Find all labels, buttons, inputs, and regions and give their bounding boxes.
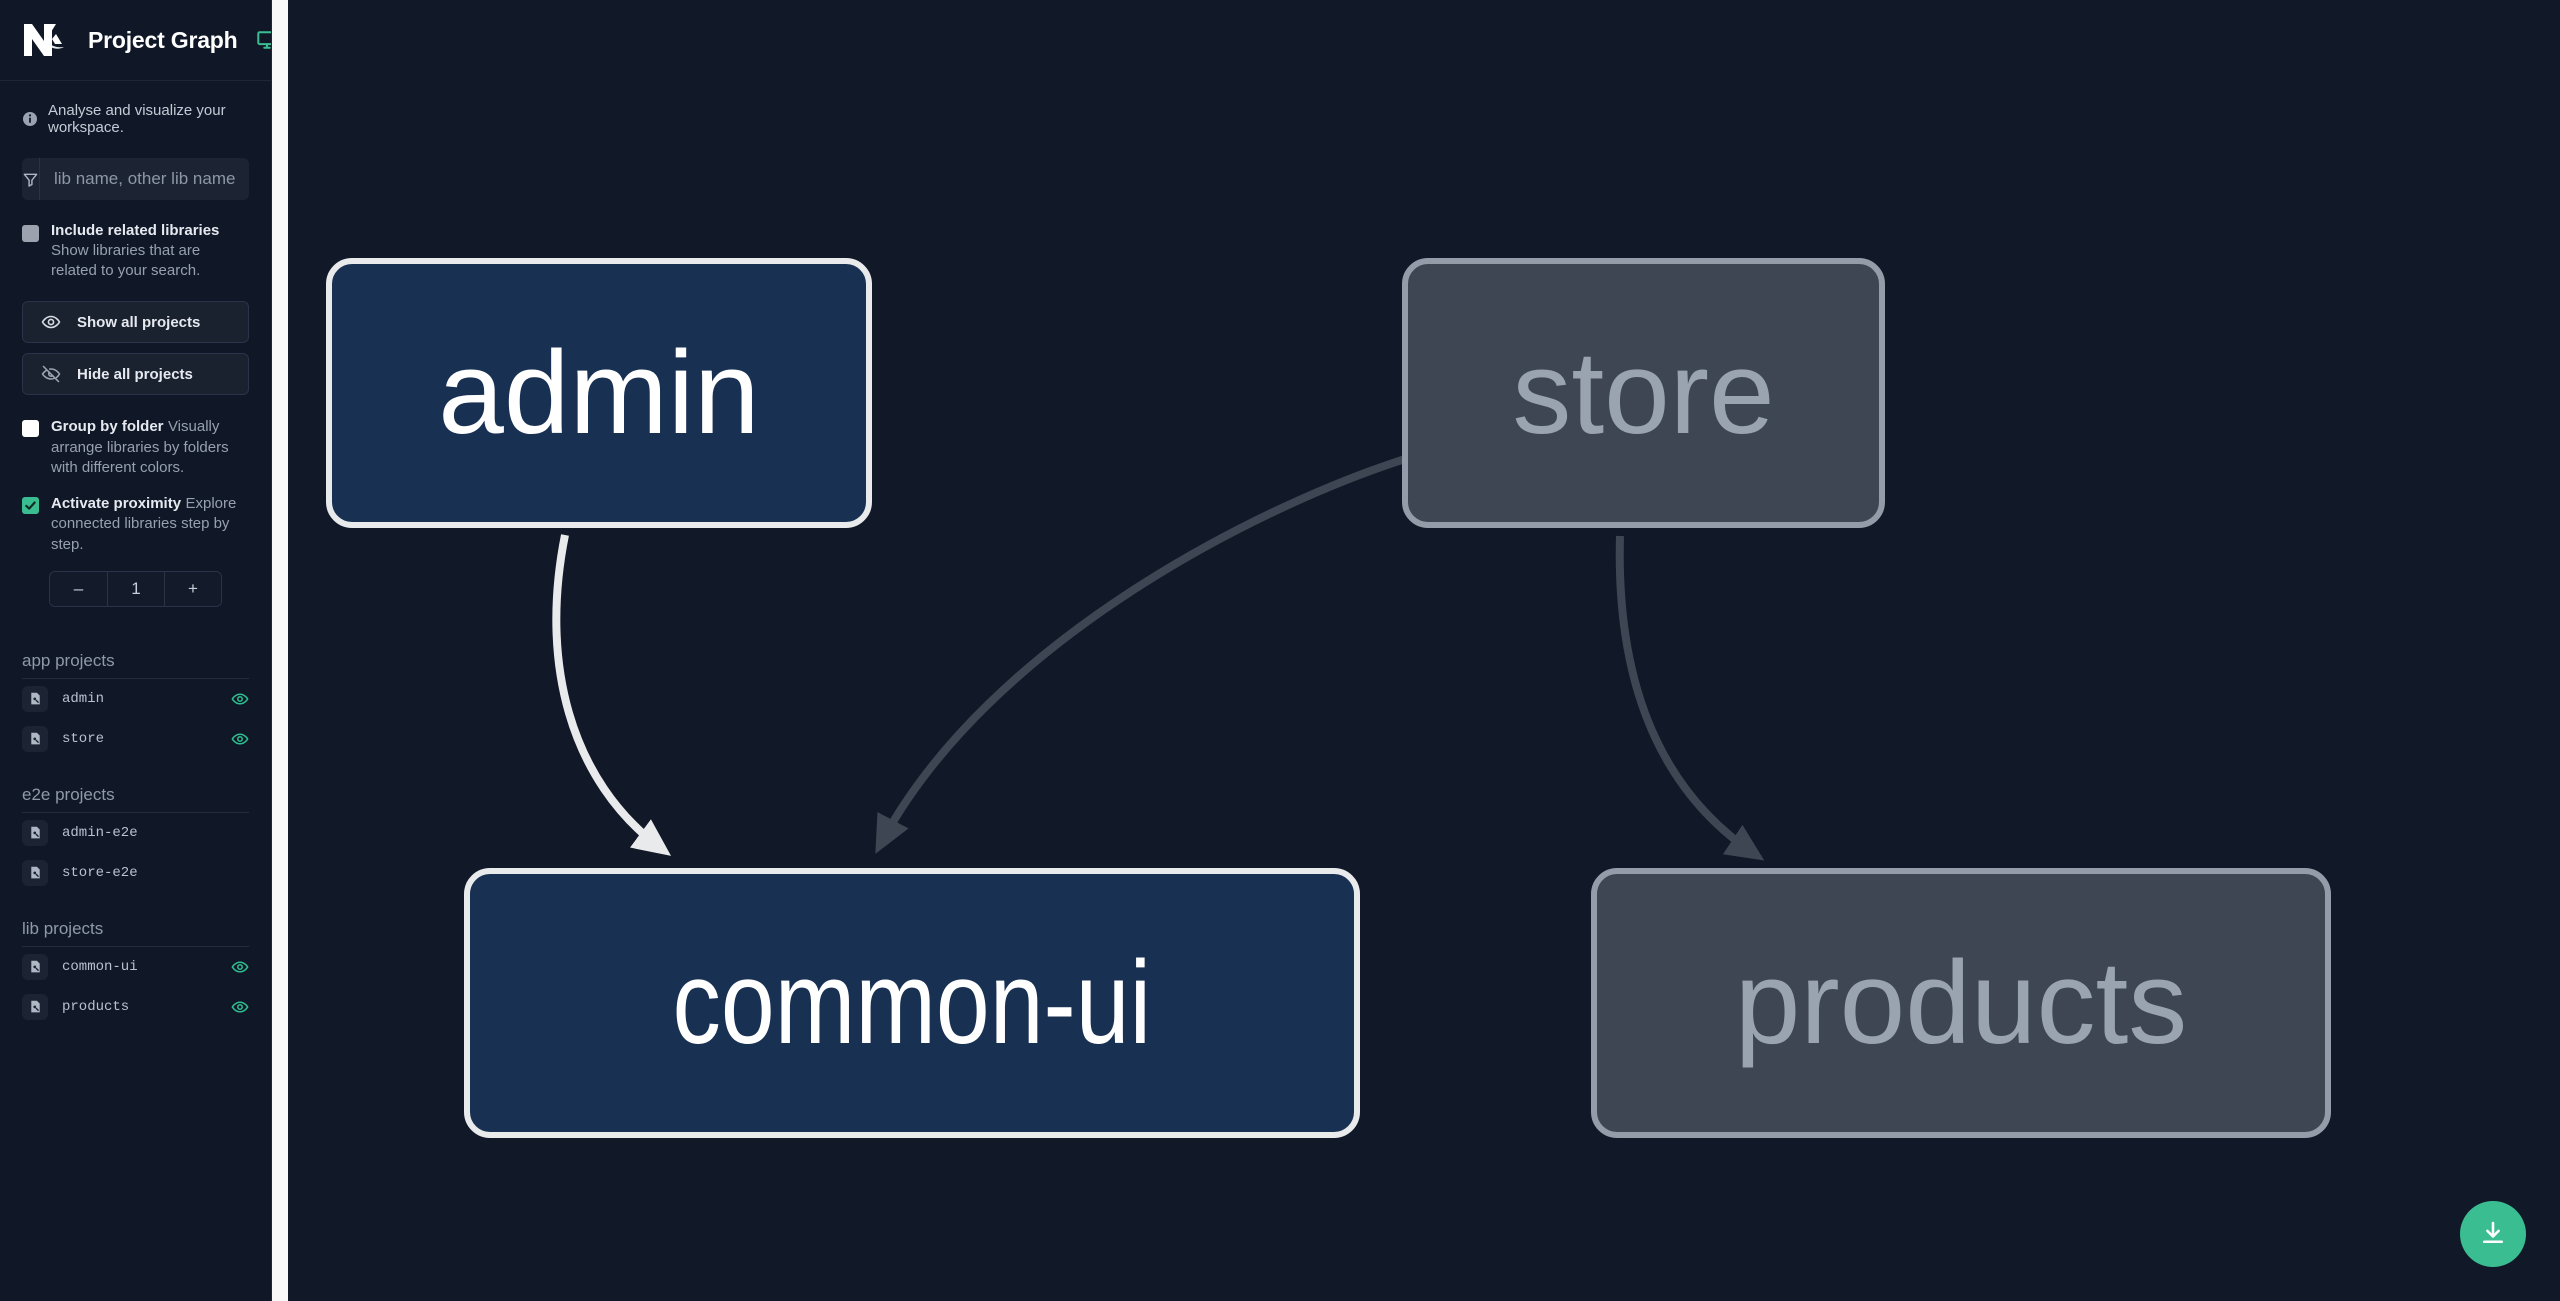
checkbox-include-related-libraries[interactable] [22, 225, 39, 242]
edge-admin-to-common-ui [552, 534, 672, 856]
sidebar-scrollbar[interactable] [272, 0, 288, 1301]
project-name: common-ui [62, 958, 138, 975]
graph-node-common-ui[interactable]: common-ui [464, 868, 1360, 1138]
option-description: Visually arrange libraries by folders wi… [51, 418, 229, 476]
option-group-by-folder[interactable]: Group by folder Visually arrange librari… [0, 395, 271, 478]
graph-node-admin[interactable]: admin [326, 258, 872, 528]
search-row [0, 150, 271, 200]
show-all-projects-label: Show all projects [77, 313, 201, 331]
group-title: e2e projects [22, 785, 249, 813]
sidebar-scrollbar-thumb[interactable] [274, 0, 286, 1301]
eye-off-icon [41, 364, 61, 384]
option-activate-proximity[interactable]: Activate proximity Explore connected lib… [0, 478, 271, 555]
project-group-e2e-projects: e2e projects admin-e2e [0, 785, 271, 893]
eye-icon[interactable] [231, 998, 249, 1016]
search-input[interactable] [40, 158, 249, 200]
proximity-increment-button[interactable]: + [164, 571, 221, 606]
project-row-admin-e2e[interactable]: admin-e2e [22, 813, 249, 853]
option-label: Group by folder [51, 418, 164, 436]
hide-all-projects-wrap: Hide all projects [0, 343, 271, 396]
graph-canvas[interactable]: admin store common-ui products [288, 0, 2560, 1301]
project-file-icon [22, 725, 48, 752]
project-row-admin[interactable]: admin [22, 679, 249, 719]
project-file-icon [22, 819, 48, 846]
group-title: app projects [22, 651, 249, 679]
graph-node-label: admin [438, 327, 760, 459]
project-group-app-projects: app projects admin [0, 651, 271, 759]
tagline: Analyse and visualize your workspace. [0, 81, 271, 150]
eye-icon[interactable] [231, 690, 249, 708]
edge-store-to-common-ui [875, 451, 1420, 854]
graph-node-store[interactable]: store [1402, 258, 1885, 528]
graph-node-label: store [1512, 327, 1775, 459]
project-row-store[interactable]: store [22, 719, 249, 759]
project-row-common-ui[interactable]: common-ui [22, 947, 249, 987]
checkbox-activate-proximity[interactable] [22, 497, 39, 514]
filter-funnel-icon [22, 158, 40, 200]
sidebar: Project Graph Analyse and visualize your… [0, 0, 272, 1301]
eye-icon[interactable] [231, 958, 249, 976]
info-icon [22, 111, 38, 127]
option-label: Activate proximity [51, 495, 182, 512]
nx-logo-icon [22, 20, 68, 60]
page-title: Project Graph [88, 26, 238, 53]
spacer [0, 759, 271, 785]
graph-node-label: products [1734, 937, 2188, 1069]
project-row-products[interactable]: products [22, 987, 249, 1027]
proximity-stepper-wrap: – 1 + [0, 555, 271, 607]
project-name: store-e2e [62, 864, 138, 881]
download-icon [2479, 1219, 2507, 1250]
search-box[interactable] [22, 158, 249, 200]
option-include-related-libraries[interactable]: Include related libraries Show libraries… [0, 200, 271, 281]
project-file-icon [22, 993, 48, 1020]
show-all-projects-button[interactable]: Show all projects [22, 301, 249, 344]
monitor-icon[interactable] [256, 29, 271, 51]
tagline-text: Analyse and visualize your workspace. [48, 102, 226, 136]
graph-node-products[interactable]: products [1591, 868, 2331, 1138]
project-file-icon [22, 953, 48, 980]
graph-edges [552, 451, 1765, 861]
option-label: Include related libraries [51, 222, 220, 239]
checkbox-group-by-folder[interactable] [22, 420, 39, 438]
project-name: admin-e2e [62, 824, 138, 841]
sidebar-header: Project Graph [0, 0, 271, 81]
graph-node-label: common-ui [672, 937, 1152, 1069]
project-group-lib-projects: lib projects common-ui [0, 919, 271, 1027]
project-name: store [62, 730, 105, 747]
project-name: products [62, 998, 130, 1015]
edge-store-to-products [1615, 535, 1765, 861]
show-all-projects-wrap: Show all projects [0, 281, 271, 344]
proximity-decrement-button[interactable]: – [50, 571, 107, 606]
eye-icon[interactable] [231, 730, 249, 748]
option-description: Explore connected libraries step by step… [51, 495, 237, 553]
project-file-icon [22, 859, 48, 886]
project-row-store-e2e[interactable]: store-e2e [22, 853, 249, 893]
hide-all-projects-label: Hide all projects [77, 365, 193, 383]
eye-icon [41, 312, 61, 332]
spacer [0, 893, 271, 919]
project-file-icon [22, 685, 48, 712]
hide-all-projects-button[interactable]: Hide all projects [22, 353, 249, 396]
download-graph-button[interactable] [2460, 1201, 2526, 1267]
proximity-value: 1 [107, 571, 164, 606]
project-name: admin [62, 690, 105, 707]
option-description: Show libraries that are related to your … [51, 241, 201, 279]
proximity-stepper[interactable]: – 1 + [49, 570, 222, 607]
group-title: lib projects [22, 919, 249, 947]
